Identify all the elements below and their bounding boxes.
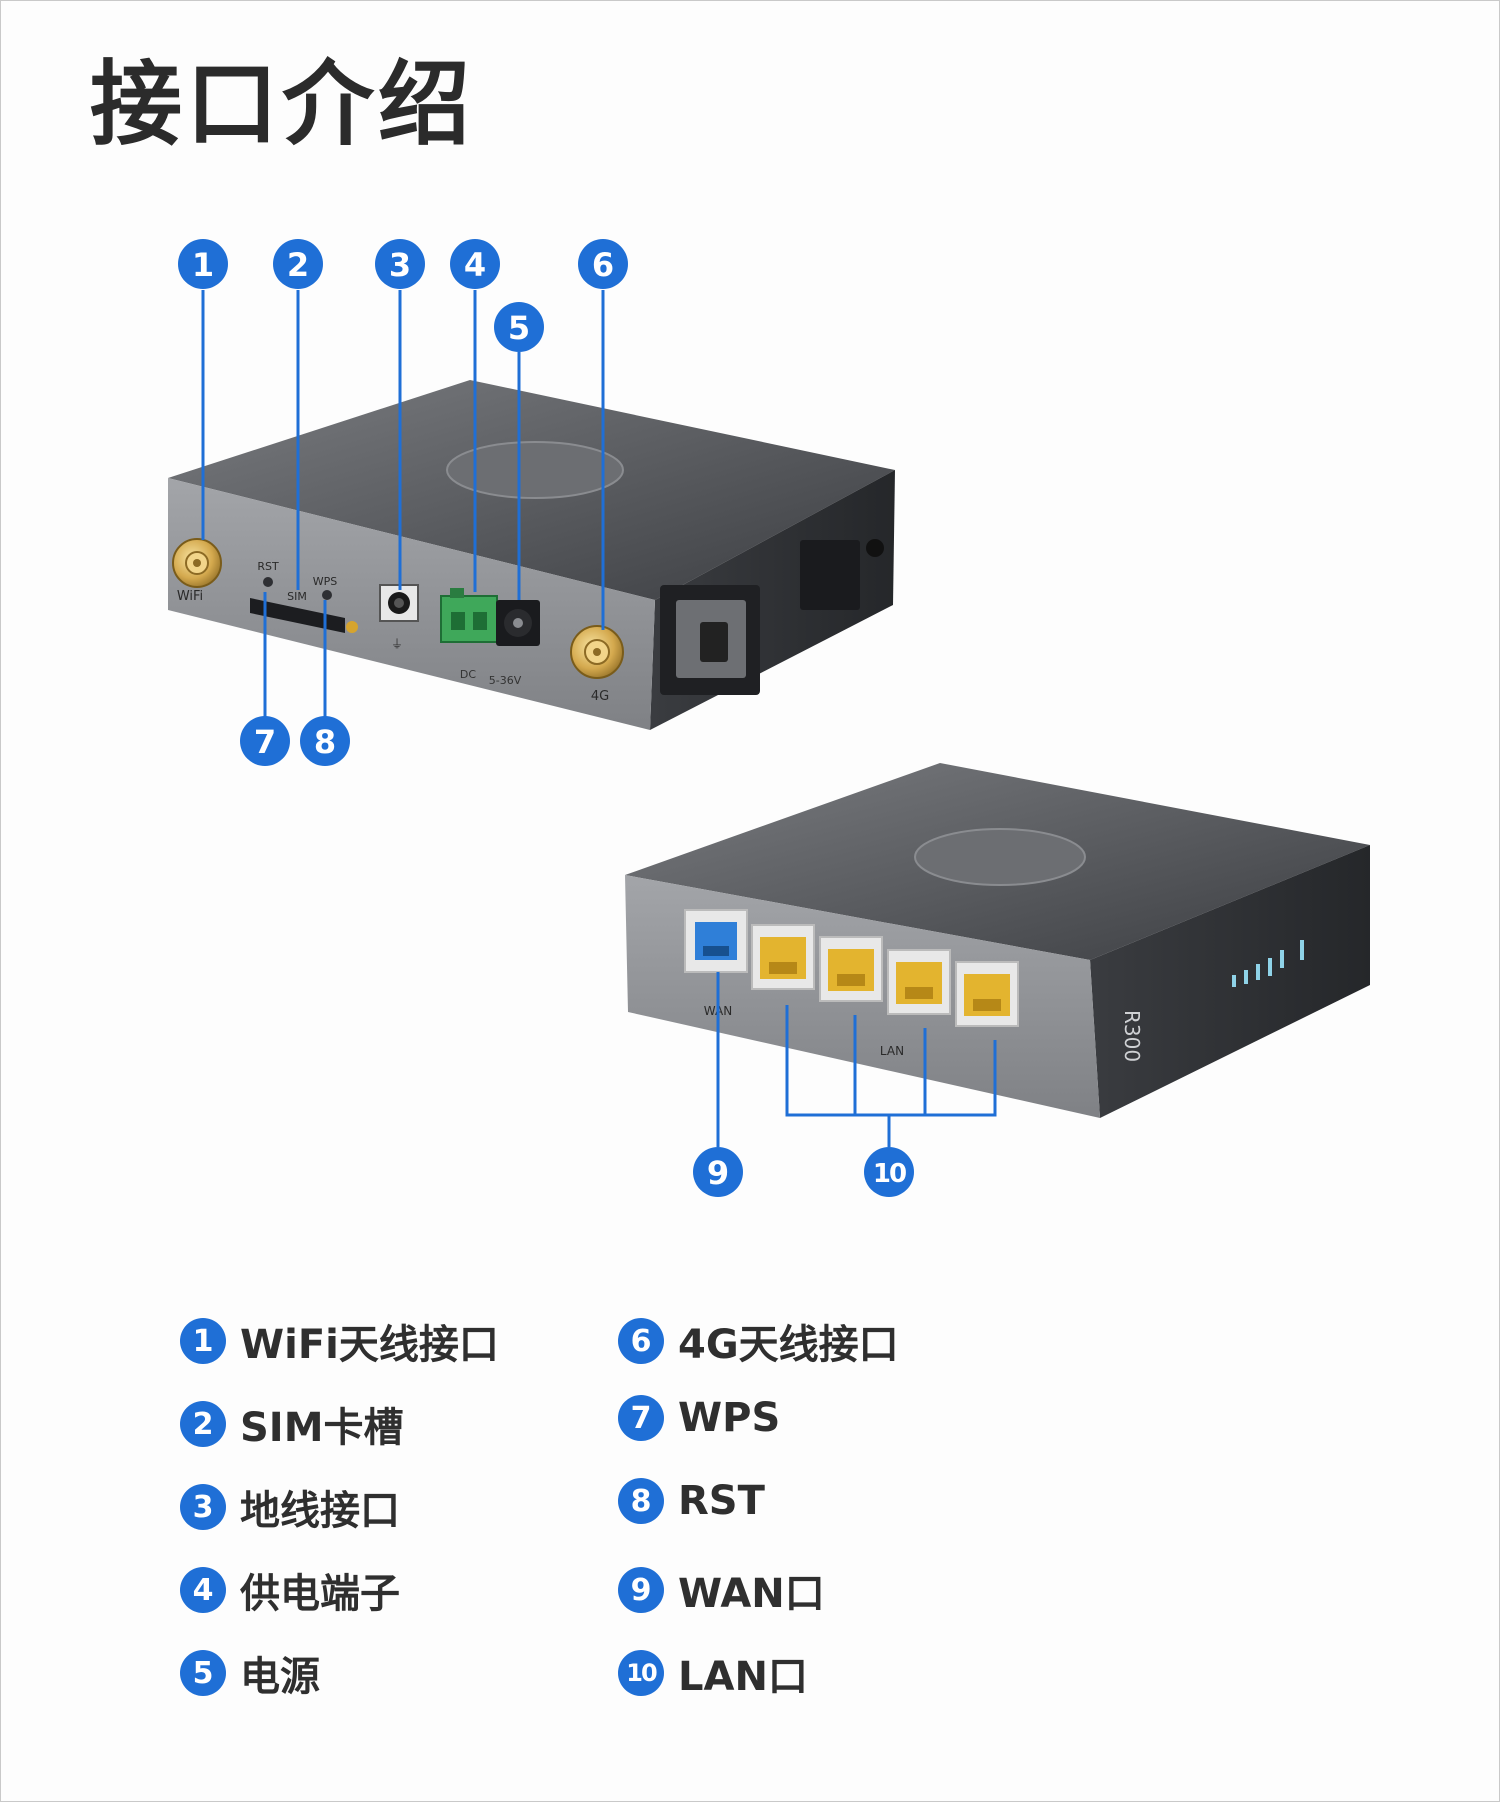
dc-label: DC: [460, 668, 476, 681]
legend-number: 6: [618, 1318, 664, 1364]
legend-label: WPS: [678, 1395, 781, 1441]
svg-text:7: 7: [254, 723, 276, 761]
4g-antenna-connector: [570, 625, 624, 679]
svg-text:3: 3: [389, 246, 411, 284]
legend-number: 3: [180, 1484, 226, 1530]
wps-label: WPS: [313, 575, 338, 588]
status-led: [346, 621, 358, 633]
svg-text:2: 2: [287, 246, 309, 284]
callout-badge-7: 7: [240, 716, 290, 766]
callout-badge-3: 3: [375, 239, 425, 289]
legend-item-7: 7 WPS: [618, 1395, 780, 1441]
svg-text:1: 1: [192, 246, 214, 284]
callout-badge-6: 6: [578, 239, 628, 289]
legend-item-9: 9 WAN口: [618, 1561, 825, 1619]
callout-badge-5: 5: [494, 302, 544, 352]
device-front-view: WiFi RST SIM WPS ⏚ DC 5-36V: [168, 380, 895, 730]
svg-text:4: 4: [464, 246, 486, 284]
legend-label: WiFi天线接口: [240, 1322, 499, 1368]
wps-button: [322, 590, 332, 600]
lan-ports: [751, 924, 1019, 1027]
legend-item-6: 6 4G天线接口: [618, 1312, 899, 1370]
legend-label: 4G天线接口: [678, 1322, 899, 1368]
4g-port-label: 4G: [591, 689, 609, 704]
legend-number: 7: [618, 1395, 664, 1441]
device-diagram: WiFi RST SIM WPS ⏚ DC 5-36V: [168, 239, 1370, 1197]
device1-top-logo: [446, 441, 624, 499]
legend-label: WAN口: [678, 1571, 825, 1617]
legend-number: 10: [618, 1650, 664, 1696]
din-rail-clip: [660, 540, 860, 695]
legend-label: SIM卡槽: [240, 1405, 404, 1451]
sim-card-slot: [250, 598, 345, 633]
side-status-leds: [1232, 940, 1304, 987]
wifi-port-label: WiFi: [177, 589, 203, 604]
callout-badge-4: 4: [450, 239, 500, 289]
legend-number: 9: [618, 1567, 664, 1613]
legend-item-2: 2 SIM卡槽: [180, 1395, 404, 1453]
legend-number: 8: [618, 1478, 664, 1524]
callout-badge-2: 2: [273, 239, 323, 289]
wan-port: [684, 909, 748, 973]
device2-side: [1090, 845, 1370, 1118]
legend-item-3: 3 地线接口: [180, 1478, 400, 1536]
legend-label: RST: [678, 1478, 765, 1524]
svg-text:6: 6: [592, 246, 614, 284]
legend-label: 地线接口: [240, 1488, 400, 1534]
lan-port-2: [819, 936, 883, 1002]
legend-label: LAN口: [678, 1654, 808, 1700]
ground-symbol: ⏚: [391, 637, 403, 651]
legend-number: 5: [180, 1650, 226, 1696]
rst-label: RST: [257, 560, 279, 573]
legend-item-4: 4 供电端子: [180, 1561, 400, 1619]
legend-label: 电源: [240, 1654, 320, 1700]
svg-text:9: 9: [707, 1154, 729, 1192]
svg-text:5: 5: [508, 309, 530, 347]
callout-badge-10: 10: [864, 1147, 914, 1197]
page-title: 接口介绍: [90, 51, 475, 158]
lan-port-3: [887, 949, 951, 1015]
rst-button: [263, 577, 273, 587]
legend-number: 2: [180, 1401, 226, 1447]
voltage-label: 5-36V: [489, 674, 522, 687]
legend-item-10: 10 LAN口: [618, 1644, 808, 1702]
dc-power-jack: [496, 600, 540, 646]
lan-label: LAN: [880, 1044, 904, 1058]
device-rear-view: R300 WAN: [625, 763, 1370, 1118]
lan-port-4: [955, 961, 1019, 1027]
callout-badge-8: 8: [300, 716, 350, 766]
legend-item-5: 5 电源: [180, 1644, 320, 1702]
callout-badge-9: 9: [693, 1147, 743, 1197]
lan-port-1: [751, 924, 815, 990]
device2-top-logo: [914, 828, 1086, 886]
ground-terminal: [379, 584, 419, 622]
model-label: R300: [1120, 1010, 1144, 1062]
svg-text:8: 8: [314, 723, 336, 761]
legend-item-8: 8 RST: [618, 1478, 765, 1524]
legend-number: 1: [180, 1318, 226, 1364]
callout-lines: [201, 290, 997, 1147]
power-terminal-block: [440, 588, 498, 643]
legend-item-1: 1 WiFi天线接口: [180, 1312, 499, 1370]
sim-label: SIM: [287, 590, 307, 603]
legend-number: 4: [180, 1567, 226, 1613]
callout-badge-1: 1: [178, 239, 228, 289]
svg-text:10: 10: [873, 1159, 906, 1189]
legend-label: 供电端子: [240, 1571, 400, 1617]
wifi-antenna-connector: [172, 538, 222, 588]
